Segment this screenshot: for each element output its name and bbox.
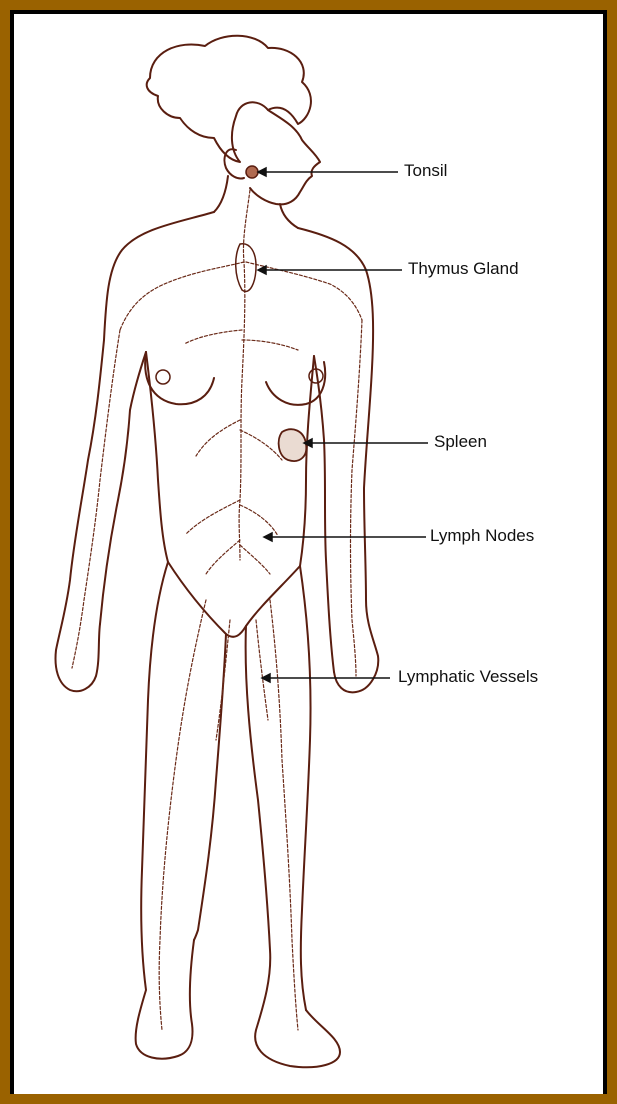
tonsil-arrowhead <box>258 168 266 176</box>
groin-outline <box>168 562 300 637</box>
thymus-arrowhead <box>258 266 266 274</box>
right-inner-arm <box>314 356 334 672</box>
left-nipple <box>156 370 170 384</box>
left-side-outline <box>56 212 214 691</box>
right-leg-outer <box>300 566 311 1010</box>
lymphatic-vessels-label: Lymphatic Vessels <box>398 667 538 687</box>
left-leg-outer <box>136 562 194 1059</box>
tonsil-organ <box>246 166 258 178</box>
torso-right <box>300 356 314 566</box>
thymus-gland-label: Thymus Gland <box>408 259 519 279</box>
left-leg-inner <box>194 634 226 940</box>
thymus-organ <box>236 244 256 292</box>
hair-outline <box>147 36 311 162</box>
lymph-nodes-arrowhead <box>264 533 272 541</box>
vessel-network <box>72 190 362 1030</box>
right-leg-inner <box>246 626 340 1067</box>
left-inner-arm <box>100 352 146 624</box>
lymph-nodes-label: Lymph Nodes <box>430 526 534 546</box>
face-outline <box>250 110 320 204</box>
spleen-label: Spleen <box>434 432 487 452</box>
spleen-organ <box>279 429 307 461</box>
neck-left <box>214 176 228 212</box>
right-side-outline <box>298 228 378 692</box>
tonsil-label: Tonsil <box>404 161 447 181</box>
neck-right <box>280 204 298 228</box>
